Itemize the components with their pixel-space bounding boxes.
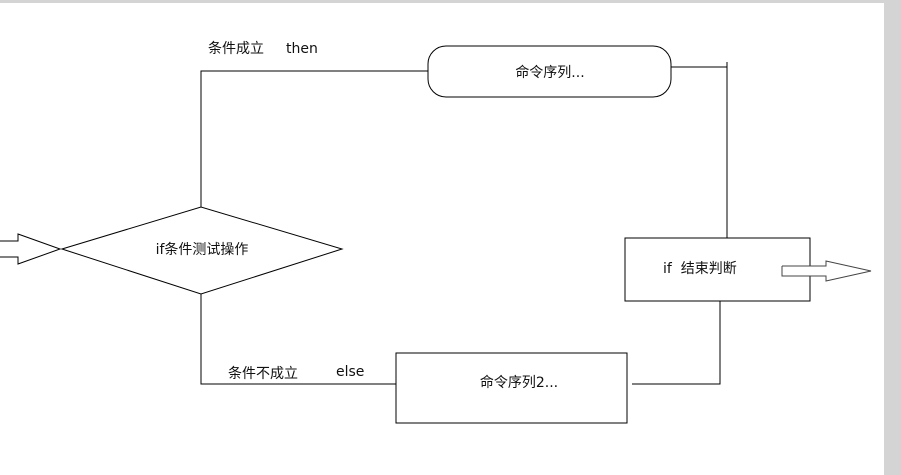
- window-frame-top: [0, 0, 901, 3]
- end-judgement-label: if 结束判断: [663, 261, 737, 277]
- entry-arrow-icon: [0, 233, 62, 265]
- then-command-label: 命令序列...: [515, 64, 584, 81]
- then-condition-label: 条件成立: [208, 40, 264, 57]
- else-keyword-label: else: [336, 364, 364, 380]
- then-command-block: 命令序列...: [427, 45, 672, 98]
- else-command-block: 命令序列2...: [395, 352, 628, 424]
- else-to-end-connector: [632, 301, 721, 385]
- exit-arrow-icon: [781, 260, 872, 282]
- then-keyword-label: then: [286, 41, 318, 57]
- else-condition-label: 条件不成立: [228, 365, 298, 382]
- condition-diamond: if条件测试操作: [60, 206, 344, 295]
- then-connector: [200, 70, 428, 207]
- else-connector: [200, 294, 396, 385]
- window-frame-right: [884, 0, 901, 475]
- else-command-label: 命令序列2...: [480, 374, 558, 391]
- condition-label: if条件测试操作: [156, 241, 249, 258]
